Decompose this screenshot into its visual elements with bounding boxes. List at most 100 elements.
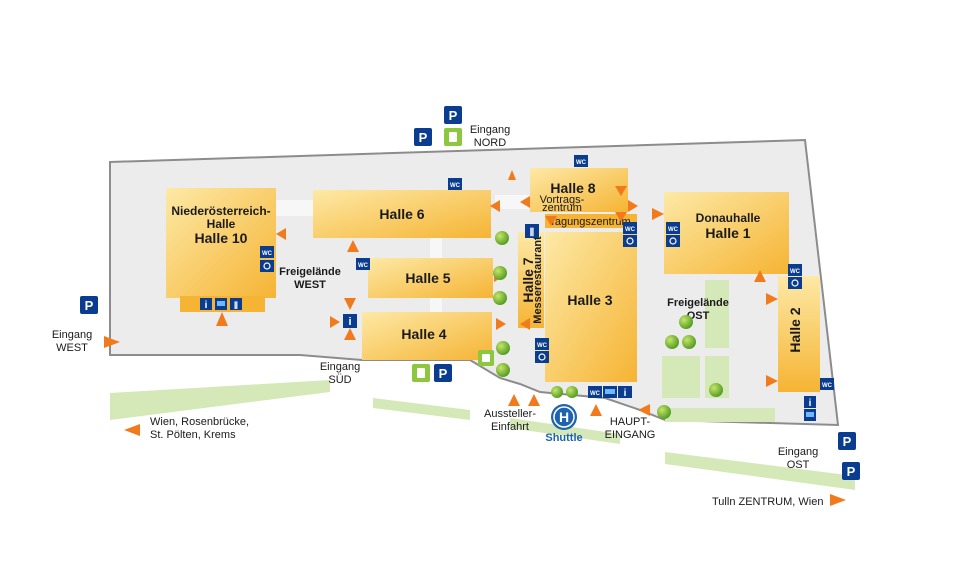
svg-text:P: P xyxy=(847,464,856,479)
svg-text:WC: WC xyxy=(790,269,801,275)
svg-text:WC: WC xyxy=(822,383,833,389)
haupteingang-label-2: EINGANG xyxy=(605,429,656,441)
tagungszentrum-label: Tagungszentrum xyxy=(549,216,630,228)
halle-3-building[interactable] xyxy=(545,232,637,382)
halle-6-building[interactable] xyxy=(313,190,491,238)
parking-icon[interactable]: P xyxy=(414,128,432,146)
freigelaende-ost-area xyxy=(662,280,775,422)
eingang-west-label-2: WEST xyxy=(56,342,88,354)
arrow-left-icon xyxy=(490,200,500,212)
parking-icon[interactable]: P xyxy=(838,432,856,450)
wc-icon: WC xyxy=(666,222,680,234)
arrow-left-icon xyxy=(520,318,530,330)
tree-icon xyxy=(495,231,509,245)
tree-icon xyxy=(496,363,510,377)
restaurant-icon: ⫼ xyxy=(230,298,242,310)
svg-text:i: i xyxy=(624,388,627,399)
arrow-down-icon xyxy=(615,186,627,196)
svg-text:WC: WC xyxy=(262,251,273,257)
halle-3-label: Halle 3 xyxy=(567,292,612,308)
svg-text:P: P xyxy=(419,130,428,145)
halle-1-building[interactable] xyxy=(664,192,789,274)
arrow-down-icon xyxy=(615,212,627,222)
svg-text:P: P xyxy=(843,434,852,449)
wc-icon: WC xyxy=(356,258,370,270)
halle-7-building[interactable] xyxy=(518,232,544,328)
wc-icon: WC xyxy=(574,155,588,167)
arrows xyxy=(104,170,846,506)
shuttle-stop[interactable]: H Shuttle xyxy=(545,404,583,444)
halle-1-label: Halle 1 xyxy=(705,225,750,241)
eingang-nord-label-1: Eingang xyxy=(470,124,510,136)
halle-4-building[interactable] xyxy=(362,312,492,360)
accessible-icon xyxy=(666,235,680,247)
tree-icon xyxy=(496,341,510,355)
parking-icon[interactable]: P xyxy=(444,106,462,124)
arrow-down-icon xyxy=(545,216,557,226)
bus-parking-icon[interactable] xyxy=(444,128,462,146)
parking-icon[interactable]: P xyxy=(80,296,98,314)
arrow-up-icon xyxy=(528,394,540,406)
halle-4-label: Halle 4 xyxy=(401,326,446,342)
halle-8-building[interactable] xyxy=(530,168,628,212)
halle-10-sub-label: Niederösterreich- xyxy=(171,204,270,218)
arrow-up-icon xyxy=(590,404,602,416)
restaurant-icon: ⫼ xyxy=(525,224,539,238)
halle-2-label: Halle 2 xyxy=(787,307,803,352)
halle-8-label: Halle 8 xyxy=(550,180,595,196)
svg-text:⫼: ⫼ xyxy=(234,301,238,310)
bus-parking-icon[interactable] xyxy=(412,364,430,382)
arrow-right-icon xyxy=(766,375,778,387)
arrow-up-icon xyxy=(508,394,520,406)
screen-icon xyxy=(804,409,816,421)
bus-parking-icon[interactable] xyxy=(478,350,494,366)
donauhalle-label: Donauhalle xyxy=(696,211,761,225)
aussteller-einfahrt-label-2: Einfahrt xyxy=(491,421,529,433)
trees xyxy=(493,231,723,419)
wc-icon: WC xyxy=(260,246,274,258)
svg-text:WC: WC xyxy=(450,183,461,189)
svg-text:WC: WC xyxy=(537,343,548,349)
svg-text:i: i xyxy=(809,398,812,409)
arrow-right-icon xyxy=(104,336,120,348)
vortragszentrum-label-2: zentrum xyxy=(542,202,582,214)
svg-text:P: P xyxy=(439,366,448,381)
arrow-left-icon xyxy=(276,228,286,240)
eingang-ost-label-2: OST xyxy=(787,459,810,471)
accessible-icon xyxy=(260,260,274,272)
arrow-up-icon xyxy=(216,312,228,326)
arrow-right-icon xyxy=(830,494,846,506)
tree-icon xyxy=(566,386,578,398)
halls xyxy=(166,168,820,392)
tree-icon xyxy=(679,315,693,329)
direction-west-label-1: Wien, Rosenbrücke, xyxy=(150,416,249,428)
haupteingang-label-1: HAUPT- xyxy=(610,416,651,428)
halle-5-label: Halle 5 xyxy=(405,270,450,286)
parking-icon[interactable]: P xyxy=(434,364,452,382)
arrow-up-icon xyxy=(344,328,356,340)
messerestaurant-label: Messerestaurant xyxy=(532,236,544,324)
info-icon: i xyxy=(804,396,816,409)
svg-text:WC: WC xyxy=(358,263,369,269)
parking-icon[interactable]: P xyxy=(842,462,860,480)
shuttle-letter: H xyxy=(559,409,569,425)
arrow-up-icon xyxy=(347,240,359,252)
halle-5-building[interactable] xyxy=(368,258,493,298)
svg-text:P: P xyxy=(85,298,94,313)
svg-text:WC: WC xyxy=(668,227,679,233)
wc-icon: WC xyxy=(448,178,462,190)
freigelaende-west-label-1: Freigelände xyxy=(279,266,341,278)
parking-signs: P P P P P P xyxy=(80,106,860,480)
arrow-left-icon xyxy=(124,424,140,436)
svg-text:i: i xyxy=(205,300,208,311)
tree-icon xyxy=(493,266,507,280)
arrow-down-icon xyxy=(344,298,356,310)
halle-2-building[interactable] xyxy=(778,276,820,392)
halle-10-building[interactable] xyxy=(166,188,276,298)
wc-icon: WC xyxy=(535,338,549,350)
eingang-ost-label-1: Eingang xyxy=(778,446,818,458)
accessible-icon xyxy=(788,277,802,289)
accessible-icon xyxy=(535,351,549,363)
shuttle-label: Shuttle xyxy=(545,432,582,444)
